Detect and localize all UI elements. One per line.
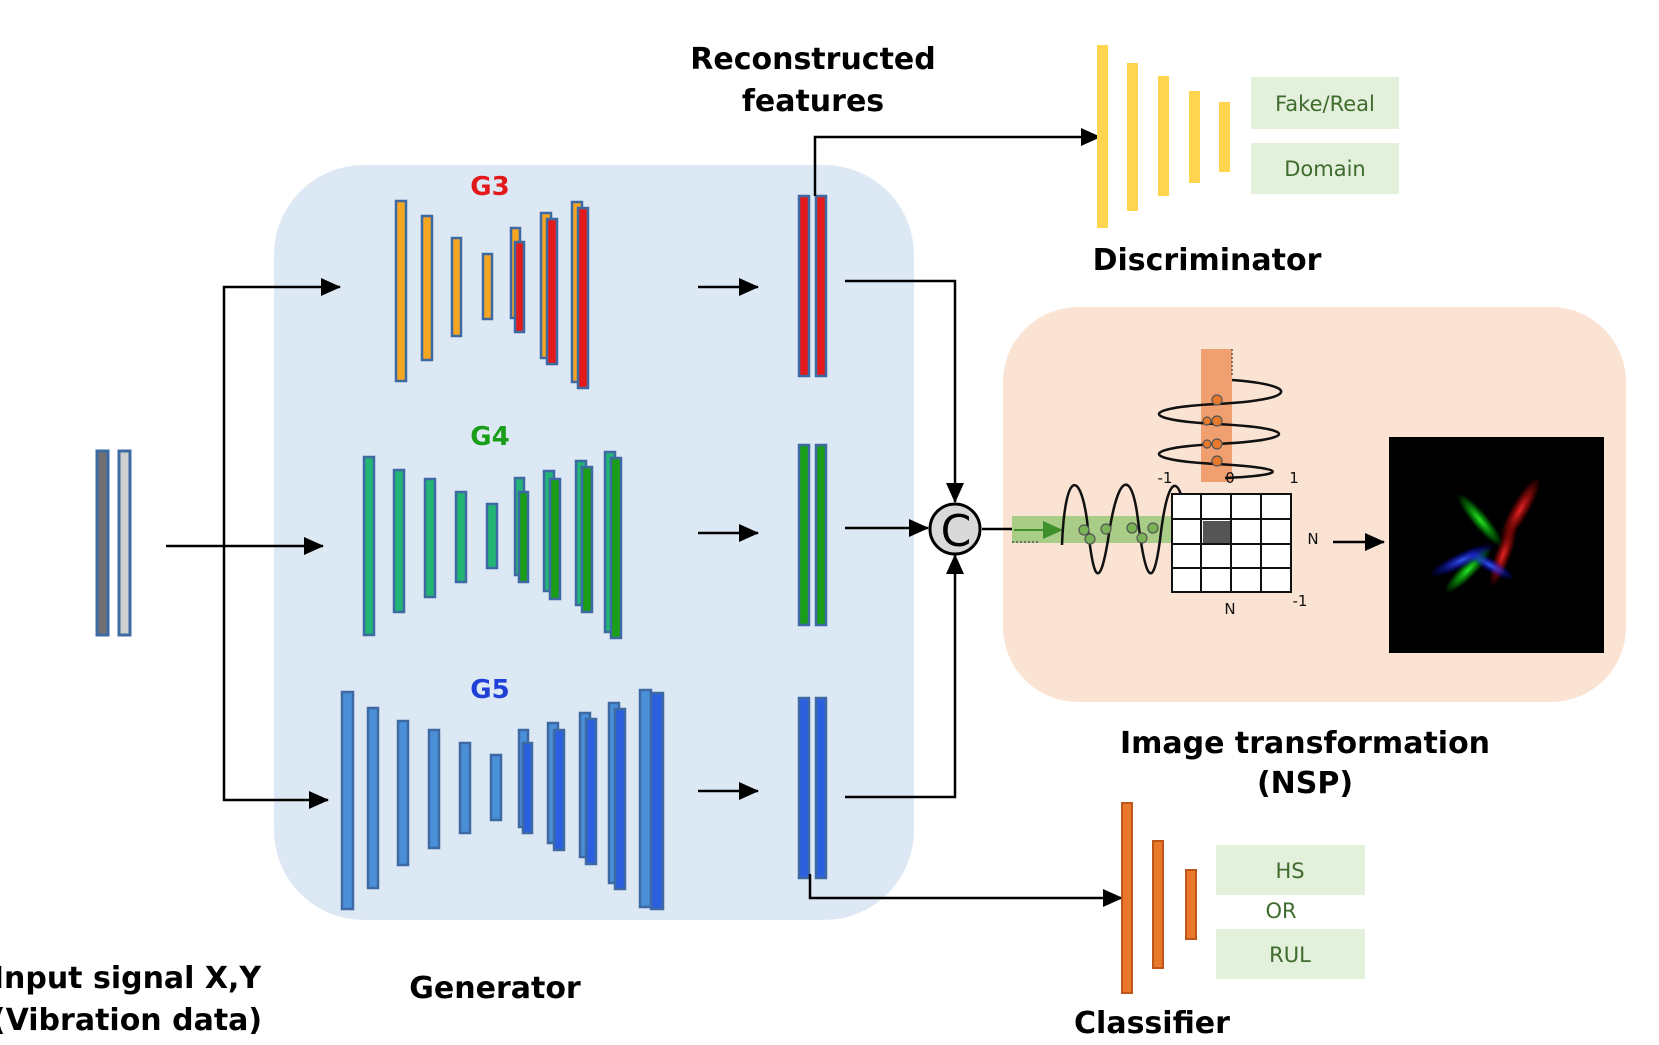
- axis-right-n: N: [1307, 530, 1318, 548]
- g5-network: [340, 688, 665, 911]
- hs-box: [1216, 845, 1365, 895]
- fake-real-label: Fake/Real: [1275, 92, 1375, 116]
- vertical-sample-points: [1202, 394, 1223, 467]
- vertical-sine-wave: [1158, 378, 1283, 480]
- concat-symbol: C: [941, 506, 972, 557]
- concat-node: C: [928, 502, 982, 557]
- rul-label: RUL: [1269, 943, 1311, 967]
- g5-title: G5: [470, 675, 509, 705]
- g3-network: [394, 199, 590, 390]
- classifier-outputs: HS OR RUL: [1216, 845, 1365, 979]
- hs-label: HS: [1275, 859, 1304, 883]
- axis-top-mid: 0: [1225, 469, 1235, 487]
- domain-box: [1251, 143, 1399, 194]
- reconstructed-label-line2: features: [742, 84, 884, 119]
- generator-output-arrows: [698, 278, 759, 800]
- input-signal-label-line1: Input signal X,Y: [0, 961, 262, 996]
- reconstructed-features-g5: [797, 696, 828, 880]
- nsp-transformation: -1 0 1 N N -1: [982, 349, 1604, 653]
- to-classifier-connector: [808, 874, 1123, 907]
- or-label: OR: [1265, 899, 1296, 923]
- nsp-output-image: [1389, 437, 1604, 653]
- axis-top-left: -1: [1158, 469, 1173, 487]
- classifier-block: [1121, 802, 1197, 994]
- fake-real-box: [1251, 77, 1399, 129]
- nsp-grid: [1171, 493, 1292, 593]
- input-connectors: [166, 278, 341, 809]
- reconstructed-features-g4: [797, 443, 828, 627]
- domain-label: Domain: [1284, 157, 1366, 181]
- to-discriminator-connector: [813, 128, 1101, 196]
- reconstructed-label-line1: Reconstructed: [690, 42, 936, 77]
- horizontal-sample-points: [1078, 522, 1159, 545]
- g4-network: [362, 450, 623, 640]
- discriminator-label: Discriminator: [1093, 243, 1322, 278]
- generator-label: Generator: [409, 971, 581, 1006]
- discriminator-block: [1097, 45, 1230, 228]
- axis-bottom-right: -1: [1293, 592, 1308, 610]
- active-grid-cell: [1203, 521, 1230, 543]
- reconstructed-features-g3: [797, 194, 828, 378]
- concat-connectors: [845, 279, 964, 799]
- discriminator-outputs: Fake/Real Domain: [1251, 77, 1399, 194]
- axis-top-right: 1: [1289, 469, 1299, 487]
- image-transformation-label-line1: Image transformation: [1120, 726, 1490, 761]
- g4-title: G4: [470, 422, 509, 452]
- input-signal-block: [95, 449, 132, 637]
- image-transformation-label-line2: (NSP): [1257, 766, 1353, 801]
- rul-box: [1216, 929, 1365, 979]
- g3-title: G3: [470, 172, 509, 202]
- axis-bottom-n: N: [1224, 600, 1235, 618]
- horizontal-sine-wave: [1060, 483, 1190, 575]
- input-signal-label-line2: (Vibration data): [0, 1003, 262, 1038]
- classifier-label: Classifier: [1074, 1006, 1230, 1041]
